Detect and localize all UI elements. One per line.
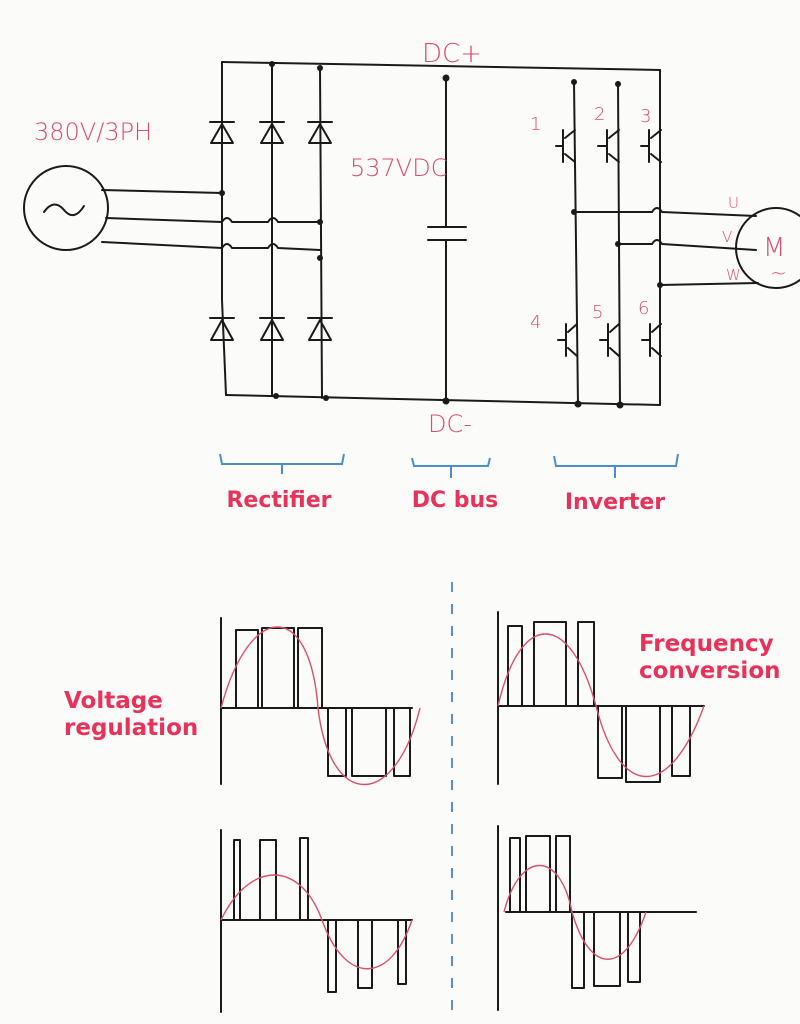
switch-number-4: 4 [530,312,541,333]
motor [735,207,800,289]
ac-source-circle [23,165,109,251]
motor-m-symbol: M [763,233,785,263]
section-braces [219,453,679,478]
switch-number-2: 2 [594,104,605,125]
switch-number-5: 5 [592,302,603,323]
frequency-conversion-label-line1: Frequency [639,631,774,657]
rectifier-brace [219,453,345,474]
diode-top-1 [209,121,235,144]
dc-plus-rail [221,61,661,71]
motor-tilde-symbol: ~ [770,261,787,285]
igbt-4 [557,323,578,357]
diode-top-2 [259,121,285,144]
diode-top-3 [307,121,333,144]
diode-bottom-1 [209,317,235,341]
waveform-voltage-low [220,829,413,1013]
rectifier-label: Rectifier [226,488,331,513]
inverter-brace [553,453,679,478]
diode-bottom-3 [307,317,333,341]
inverter-label: Inverter [565,490,665,515]
phase-label-u: U [728,194,739,212]
switch-number-1: 1 [530,114,541,135]
ac-source-sine [43,203,85,217]
dc-minus-label: DC- [428,410,472,438]
frequency-conversion-label-line2: conversion [639,658,781,684]
input-spec-label: 380V/3PH [34,118,152,146]
motor-circle [735,207,800,289]
dc-voltage-label: 537VDC [350,154,447,182]
voltage-regulation-label-line1: Voltage [64,688,163,714]
waveform-frequency-low [497,825,697,1011]
switch-number-6: 6 [638,298,649,319]
ac-source [23,165,109,251]
igbt-6 [641,323,662,357]
switch-number-3: 3 [640,106,651,127]
input-lines [101,189,323,261]
waveform-frequency-high [497,611,705,785]
inverter-bridge [555,69,759,409]
rectifier-bridge [209,61,333,401]
igbt-3 [640,129,662,163]
phase-label-v: V [722,228,732,246]
diode-bottom-2 [259,317,285,341]
igbt-2 [597,129,620,163]
igbt-5 [599,323,620,357]
phase-label-w: W [726,266,741,284]
dc-plus-label: DC+ [422,39,482,69]
waveform-voltage-high [220,617,421,785]
igbt-1 [555,129,576,163]
dc-bus-brace [411,457,491,478]
dc-bus-label: DC bus [412,488,499,513]
dc-bus-capacitor [427,74,467,405]
voltage-regulation-label-line2: regulation [64,715,198,741]
